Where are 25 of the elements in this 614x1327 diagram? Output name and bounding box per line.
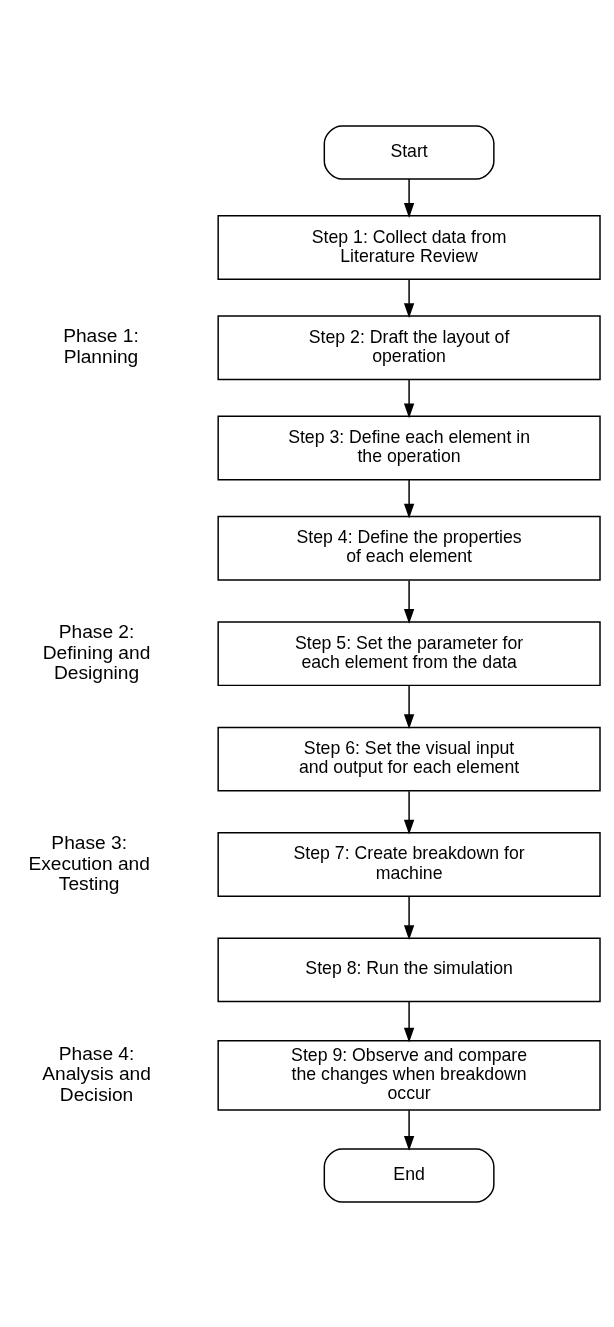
node-box: Step 8: Run the simulation [217, 936, 601, 1002]
label: Phase 2: Defining and Designing [42, 620, 151, 683]
node-box: Step 2: Draft the layout of operation [217, 314, 601, 380]
arrow [403, 790, 415, 835]
arrow [403, 378, 415, 418]
arrow [403, 478, 415, 518]
node-box: Step 7: Create breakdown for machine [217, 831, 601, 897]
arrow [403, 684, 415, 729]
label: Phase 4: Analysis and Decision [42, 1042, 151, 1105]
arrow [403, 278, 415, 318]
node-box: Step 9: Observe and compare the changes when breakdown occur [217, 1039, 601, 1111]
node-box: End [323, 1147, 495, 1203]
node-box: Step 1: Collect data from Literature Review [217, 214, 601, 280]
node-box: Step 5: Set the parameter for each element from the data [217, 620, 601, 686]
node-box: Start [323, 124, 495, 180]
label: Phase 3: Execution and Testing [28, 831, 150, 894]
node-box: Step 3: Define each element in the operation [217, 415, 601, 480]
arrow [403, 895, 415, 940]
arrow [403, 1000, 415, 1042]
arrow [403, 177, 415, 218]
node-box: Step 4: Define the properties of each element [217, 515, 601, 581]
node-box: Step 6: Set the visual input and output for each element [217, 726, 601, 792]
arrow [403, 579, 415, 624]
arrow [403, 1109, 415, 1151]
label: Phase 1: Planning [63, 324, 139, 367]
